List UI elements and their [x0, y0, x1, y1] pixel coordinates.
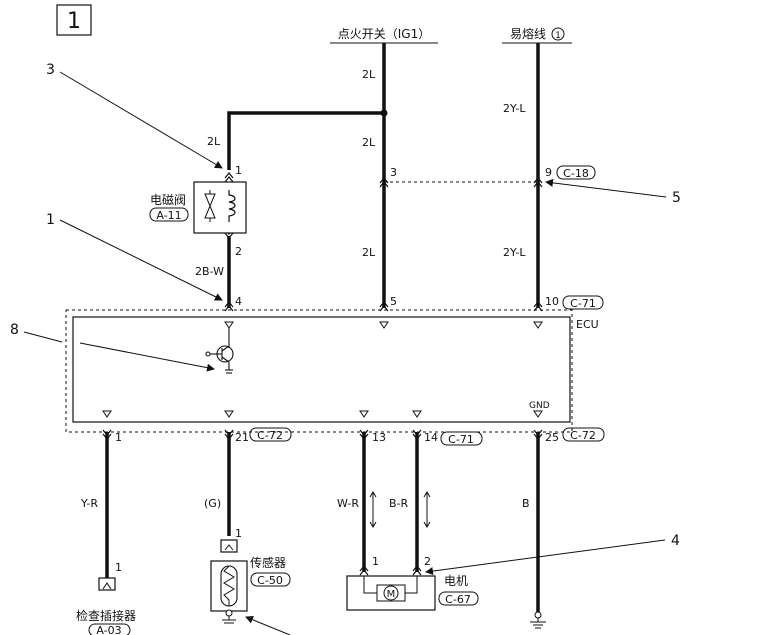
callout-pointer-sensor	[245, 615, 291, 635]
pin-ecu-1: 1	[115, 431, 122, 444]
motor-code: C-67	[445, 593, 471, 606]
ecu-terminal-marks	[102, 321, 543, 418]
callout-1: 1	[46, 212, 55, 228]
ignition-branch-wire	[227, 111, 384, 170]
transistor-icon	[205, 328, 234, 374]
fusible-link-source: 易熔线 1	[502, 26, 572, 44]
connector-c71-motor: C-71	[448, 433, 474, 446]
wire-label-fuse-top: 2Y-L	[503, 102, 526, 115]
motor: M 电机 C-67	[346, 574, 479, 611]
ignition-switch-label: 点火开关（IG1）	[338, 27, 430, 41]
pin-ecu-25: 25	[545, 431, 559, 444]
wire-label-valve-ecu: 2B-W	[195, 265, 224, 278]
sensor-code: C-50	[257, 574, 283, 587]
callout-4: 4	[671, 533, 680, 549]
callout-5: 5	[672, 190, 681, 206]
sensor-name: 传感器	[250, 555, 286, 570]
wire-label-ign-left: 2L	[207, 135, 221, 148]
motor-name: 电机	[444, 574, 468, 588]
wire-label-ign-mid: 2L	[362, 136, 376, 149]
ecu-label: ECU	[576, 318, 599, 331]
pin-mid-connector: 3	[390, 166, 397, 179]
pin-numbers: 1 2 3 9 4 5 10 1 21 13 14 25 1 1 1 2	[115, 164, 559, 574]
ignition-switch-source: 点火开关（IG1）	[330, 27, 438, 44]
wire-label-sensor: (G)	[204, 497, 221, 510]
pin-fuse-connector: 9	[545, 166, 552, 179]
wire-label-motor-1: W-R	[337, 497, 359, 510]
callout-8: 8	[10, 322, 19, 338]
page-number: 1	[67, 9, 81, 34]
pin-ecu-4: 4	[235, 295, 242, 308]
pin-ecu-5: 5	[390, 295, 397, 308]
sensor: 传感器 C-50	[210, 539, 291, 624]
connector-codes: C-18 C-71 C-72 C-71 C-72	[257, 167, 596, 446]
ecu: ECU GND	[65, 309, 599, 433]
pin-motor-1: 1	[372, 555, 379, 568]
ecu-gnd-label: GND	[529, 401, 550, 411]
solenoid-valve: 电磁阀 A-11	[149, 181, 247, 234]
pin-sensor: 1	[235, 527, 242, 540]
check-connector-code: A-03	[96, 624, 121, 635]
wire-label-ign-lower: 2L	[362, 246, 376, 259]
pin-ecu-21: 21	[235, 431, 249, 444]
pin-valve-1: 1	[235, 164, 242, 177]
fusible-link-label: 易熔线	[510, 26, 546, 41]
fusible-link-number: 1	[555, 31, 561, 41]
pin-ecu-10: 10	[545, 295, 559, 308]
solenoid-valve-code: A-11	[156, 209, 181, 222]
connector-c72-ground: C-72	[570, 429, 596, 442]
connector-c72-sensor: C-72	[257, 429, 283, 442]
connector-c71-top: C-71	[570, 297, 596, 310]
motor-direction-arrows	[369, 491, 431, 528]
pin-valve-2: 2	[235, 245, 242, 258]
wires	[105, 43, 540, 612]
pin-check-connector: 1	[115, 561, 122, 574]
callout-3: 3	[46, 62, 55, 78]
splice-dot	[380, 109, 388, 117]
connector-c18: C-18	[563, 167, 589, 180]
check-connector: 检查插接器 A-03	[76, 577, 136, 635]
motor-symbol: M	[387, 589, 396, 600]
wire-label-motor-2: B-R	[389, 497, 409, 510]
wire-label-check: Y-R	[80, 497, 98, 510]
callouts: 3 1 5 8 4	[10, 62, 681, 635]
check-connector-name: 检查插接器	[76, 608, 136, 623]
page-number-box: 1	[56, 4, 92, 36]
connector-marks	[102, 172, 543, 576]
wire-label-ground: B	[522, 497, 530, 510]
pin-ecu-13: 13	[372, 431, 386, 444]
pin-motor-2: 2	[424, 555, 431, 568]
wire-label-ign-top: 2L	[362, 68, 376, 81]
wire-label-fuse-lower: 2Y-L	[503, 246, 526, 259]
ground-icon	[530, 611, 546, 629]
solenoid-valve-name: 电磁阀	[150, 192, 186, 207]
wire-labels: 2L 2L 2L 2L 2Y-L 2Y-L 2B-W Y-R (G) W-R B…	[80, 68, 530, 510]
pin-ecu-14: 14	[424, 431, 438, 444]
